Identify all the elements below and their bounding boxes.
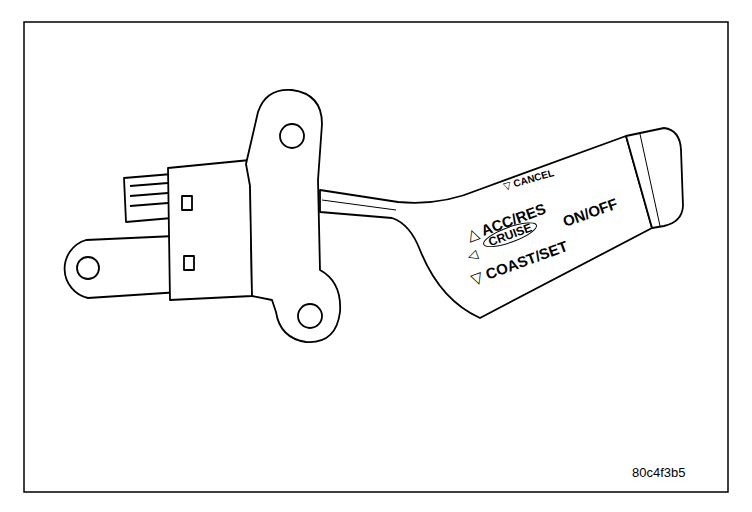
- housing-tab: [184, 256, 194, 270]
- mounting-hole: [77, 257, 99, 279]
- cap-seam: [640, 134, 660, 226]
- connector-pins: [130, 183, 168, 206]
- housing-tab: [182, 196, 192, 210]
- mounting-arm: [65, 236, 180, 298]
- end-cap: [626, 128, 683, 228]
- mounting-hole: [280, 124, 304, 148]
- connector: [124, 174, 172, 222]
- figure-code: 80c4f3b5: [632, 466, 686, 479]
- mounting-plate: [246, 90, 340, 342]
- mounting-hole: [298, 304, 322, 328]
- stalk-head: [320, 136, 652, 318]
- frame: [24, 22, 728, 492]
- switch-housing: [168, 160, 252, 300]
- stalk-line: [322, 200, 396, 210]
